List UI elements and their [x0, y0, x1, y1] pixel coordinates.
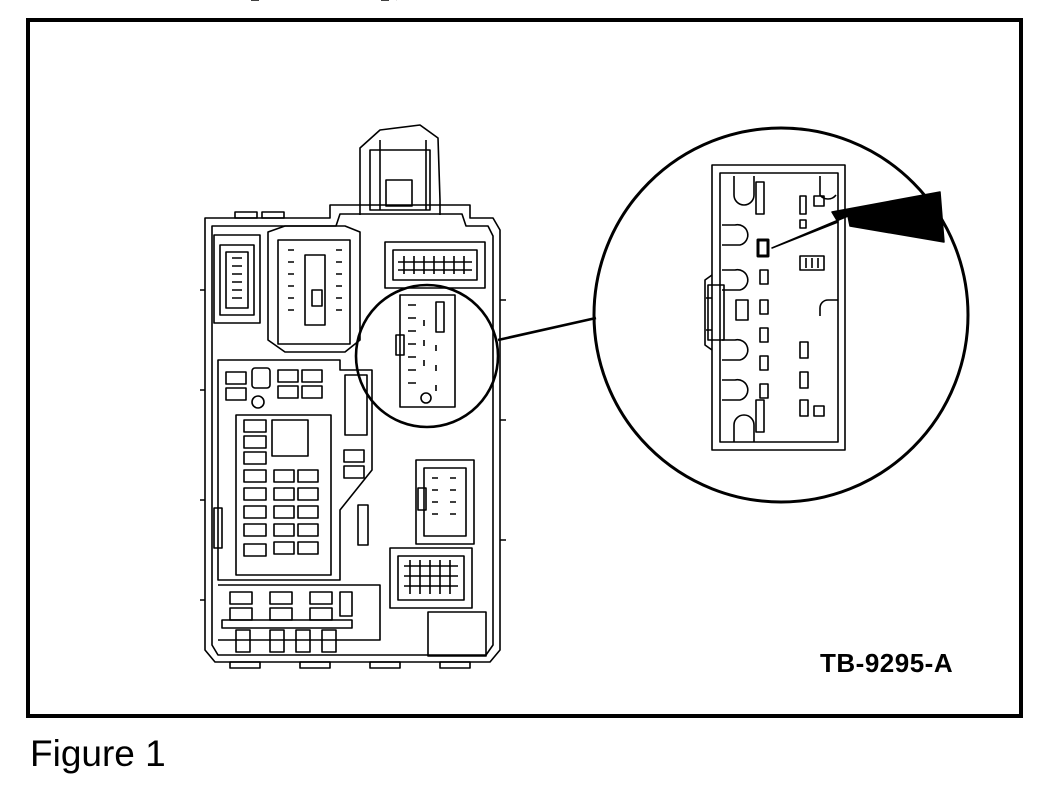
bottom-relay-strip — [218, 584, 487, 657]
connector-c4-target — [395, 294, 456, 408]
top-connector-boss — [359, 124, 441, 215]
connector-c5 — [415, 459, 475, 545]
connector-c1 — [213, 234, 261, 324]
magnifier-small-circle — [354, 283, 500, 429]
indicator-arrow — [771, 191, 945, 249]
figure-frame — [26, 18, 1023, 718]
figure-caption: Figure 1 — [30, 733, 166, 774]
magnifier-large-circle — [592, 126, 970, 504]
fuse-panel — [213, 359, 373, 581]
module-housing — [200, 204, 506, 669]
zoomed-connector-detail — [704, 164, 846, 451]
connector-c2 — [267, 225, 361, 353]
connector-c6 — [389, 547, 473, 609]
connector-c3 — [384, 241, 486, 289]
reference-code-label: TB-9295-A — [820, 648, 954, 678]
leader-line — [497, 316, 597, 342]
